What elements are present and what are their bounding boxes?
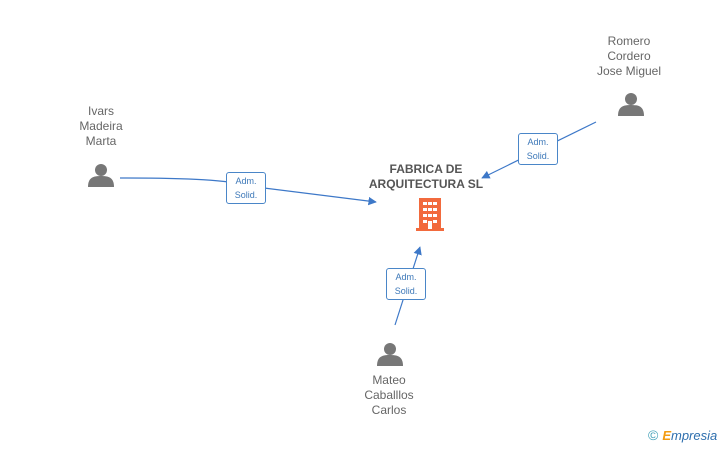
company-name[interactable]: FABRICA DE ARQUITECTURA SL <box>346 162 506 192</box>
brand-name: mpresia <box>671 428 718 443</box>
person-name-line: Jose Miguel <box>596 64 662 78</box>
relation-role: Adm. <box>235 176 257 186</box>
brand-initial: E <box>662 428 671 443</box>
person-name-line: Caballlos <box>364 388 414 402</box>
copyright-icon: © <box>648 427 659 443</box>
empresia-logo[interactable]: ©Empresia <box>648 427 728 447</box>
relation-role-type: Solid. <box>394 286 418 296</box>
person-name-romero[interactable]: Romero Cordero Jose Miguel <box>569 34 689 79</box>
relation-role: Adm. <box>395 272 417 282</box>
person-name-line: Marta <box>85 134 117 148</box>
person-icon[interactable] <box>377 343 403 366</box>
relation-role-type: Solid. <box>526 151 550 161</box>
relation-label-romero[interactable]: Adm. Solid. <box>518 133 558 165</box>
person-name-line: Ivars <box>87 104 114 118</box>
relation-role-type: Solid. <box>234 190 258 200</box>
relation-role: Adm. <box>527 137 549 147</box>
person-name-mateo[interactable]: Mateo Caballlos Carlos <box>329 373 449 418</box>
person-name-line: Cordero <box>607 49 651 63</box>
building-icon[interactable] <box>416 198 444 231</box>
person-name-ivars[interactable]: Ivars Madeira Marta <box>41 104 161 149</box>
person-icon[interactable] <box>88 164 114 187</box>
company-name-line: ARQUITECTURA SL <box>368 177 484 191</box>
relation-label-mateo[interactable]: Adm. Solid. <box>386 268 426 300</box>
person-name-line: Madeira <box>79 119 123 133</box>
person-name-line: Romero <box>607 34 651 48</box>
company-name-line: FABRICA DE <box>389 162 463 176</box>
relation-label-ivars[interactable]: Adm. Solid. <box>226 172 266 204</box>
person-name-line: Carlos <box>371 403 407 417</box>
person-icon[interactable] <box>618 93 644 116</box>
person-name-line: Mateo <box>372 373 406 387</box>
